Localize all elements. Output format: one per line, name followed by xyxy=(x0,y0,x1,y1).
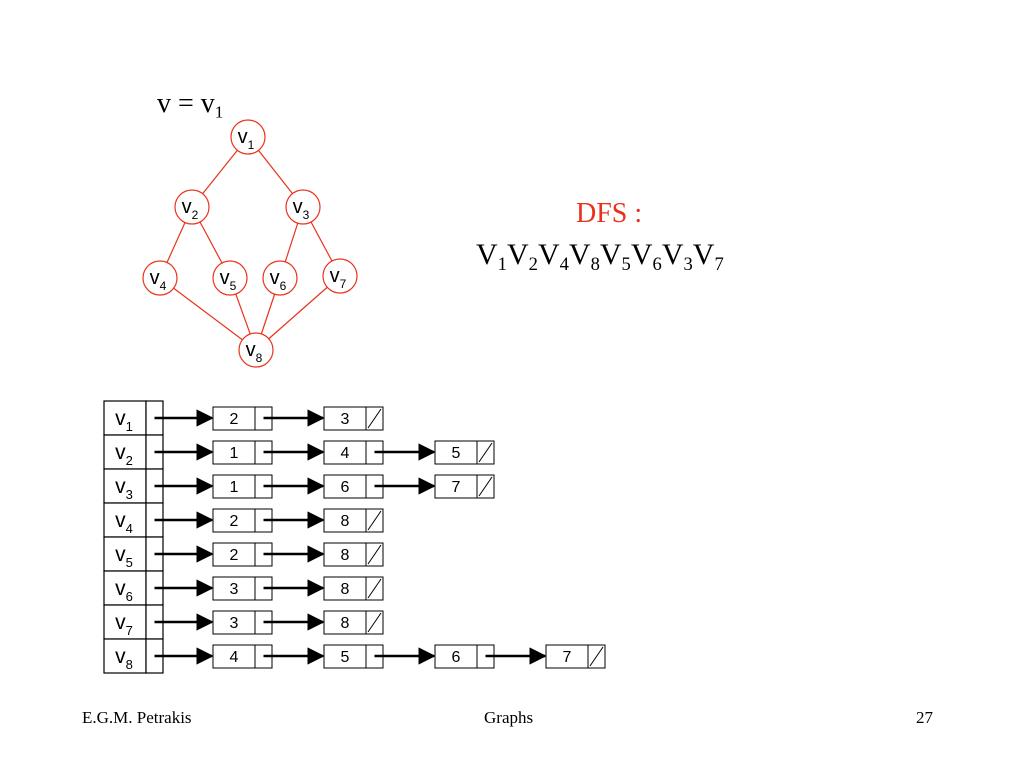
list-node xyxy=(434,644,495,669)
graph-edge xyxy=(255,275,341,351)
list-node xyxy=(323,610,384,635)
list-node xyxy=(545,644,606,669)
footer-author: E.G.M. Petrakis xyxy=(82,708,192,727)
list-head-cell xyxy=(103,502,147,538)
dfs-order-item: V6 xyxy=(630,238,662,275)
list-node-value: 7 xyxy=(452,479,461,496)
graph-vertex-label: v2 xyxy=(182,196,199,222)
list-node-value: 1 xyxy=(230,479,239,496)
null-pointer-slash xyxy=(589,646,604,667)
list-node-value: 5 xyxy=(452,445,461,462)
list-head-cell xyxy=(103,468,147,504)
graph-vertex-label: v7 xyxy=(330,265,347,291)
list-head-cell xyxy=(103,434,147,470)
dfs-order-item: V2 xyxy=(506,238,538,275)
list-head-label: v5 xyxy=(115,543,133,570)
list-head-label: v2 xyxy=(115,441,133,468)
adjacency-list-diagram: v1 2 3 v2 1 4 5 v3 1 6 7 v4 2 8 v5 2 8 v6 3 8 v7 3 8 v8 4 5 6 7 xyxy=(103,400,606,674)
list-node xyxy=(212,508,273,533)
graph-vertex-label: v6 xyxy=(270,267,287,293)
list-node-value: 2 xyxy=(230,547,239,564)
graph-vertex-label: v4 xyxy=(150,267,167,293)
list-head-label: v1 xyxy=(115,407,133,434)
list-node-value: 3 xyxy=(230,581,239,598)
list-head-label: v6 xyxy=(115,577,133,604)
dfs-order: V1V2V4V8V5V6V3V7 xyxy=(476,238,724,276)
list-node xyxy=(212,610,273,635)
list-node xyxy=(323,576,384,601)
list-node-value: 8 xyxy=(341,513,350,530)
list-head-label: v3 xyxy=(115,475,133,502)
graph-vertex-7 xyxy=(322,258,358,294)
list-node-value: 5 xyxy=(341,649,350,666)
footer-topic: Graphs xyxy=(484,708,534,727)
list-node-value: 3 xyxy=(341,411,350,428)
dfs-title: DFS : xyxy=(576,198,643,229)
list-node xyxy=(434,474,495,499)
list-node-value: 2 xyxy=(230,411,239,428)
start-vertex-label: v = v1 xyxy=(157,88,223,123)
graph-vertex-6 xyxy=(262,260,298,296)
null-pointer-slash xyxy=(478,442,493,463)
start-vertex-text: v = v xyxy=(157,88,215,119)
null-pointer-slash xyxy=(367,510,382,531)
null-pointer-slash xyxy=(478,476,493,497)
list-node xyxy=(212,542,273,567)
list-node xyxy=(323,474,384,499)
null-pointer-slash xyxy=(367,578,382,599)
list-node xyxy=(212,644,273,669)
dfs-order-item: V4 xyxy=(537,238,569,275)
null-pointer-slash xyxy=(367,612,382,633)
start-vertex-index: 1 xyxy=(214,102,224,122)
list-node-value: 3 xyxy=(230,615,239,632)
list-node-value: 1 xyxy=(230,445,239,462)
list-node-value: 4 xyxy=(230,649,239,666)
graph-vertex-5 xyxy=(212,260,248,296)
list-head-cell xyxy=(103,570,147,606)
null-pointer-slash xyxy=(367,544,382,565)
list-head-label: v8 xyxy=(115,645,133,672)
list-node xyxy=(212,474,273,499)
list-node-value: 7 xyxy=(563,649,572,666)
list-node xyxy=(212,406,273,431)
list-head-cell xyxy=(103,400,147,436)
list-node-value: 6 xyxy=(341,479,350,496)
list-node-value: 4 xyxy=(341,445,350,462)
list-node-value: 6 xyxy=(452,649,461,666)
graph-vertex-label: v8 xyxy=(246,339,263,365)
list-node xyxy=(434,440,495,465)
graph-edge xyxy=(159,277,257,351)
graph-vertex-label: v3 xyxy=(293,196,310,222)
list-node xyxy=(323,440,384,465)
graph-diagram: v1 v2 v3 v4 v5 v6 v7 v8 xyxy=(142,119,358,368)
graph-vertex-2 xyxy=(174,189,210,225)
dfs-order-item: V5 xyxy=(599,238,631,275)
list-head-cell xyxy=(103,638,147,674)
graph-vertex-3 xyxy=(285,189,321,225)
list-node-value: 8 xyxy=(341,581,350,598)
dfs-order-item: V8 xyxy=(568,238,600,275)
list-node-value: 2 xyxy=(230,513,239,530)
list-node-value: 8 xyxy=(341,547,350,564)
list-node xyxy=(323,508,384,533)
list-node xyxy=(323,644,384,669)
graph-vertex-label: v1 xyxy=(238,126,255,152)
list-node xyxy=(212,576,273,601)
graph-vertex-8 xyxy=(238,332,274,368)
list-head-label: v4 xyxy=(115,509,133,536)
graph-vertex-1 xyxy=(230,119,266,155)
list-head-label: v7 xyxy=(115,611,133,638)
dfs-order-item: V7 xyxy=(692,238,724,275)
dfs-order-item: V1 xyxy=(476,238,507,275)
graph-vertex-label: v5 xyxy=(220,267,237,293)
null-pointer-slash xyxy=(367,408,382,429)
footer-page-number: 27 xyxy=(916,708,933,727)
list-node-value: 8 xyxy=(341,615,350,632)
dfs-order-item: V3 xyxy=(661,238,693,275)
list-node xyxy=(212,440,273,465)
list-node xyxy=(323,406,384,431)
list-node xyxy=(323,542,384,567)
graph-vertex-4 xyxy=(142,260,178,296)
